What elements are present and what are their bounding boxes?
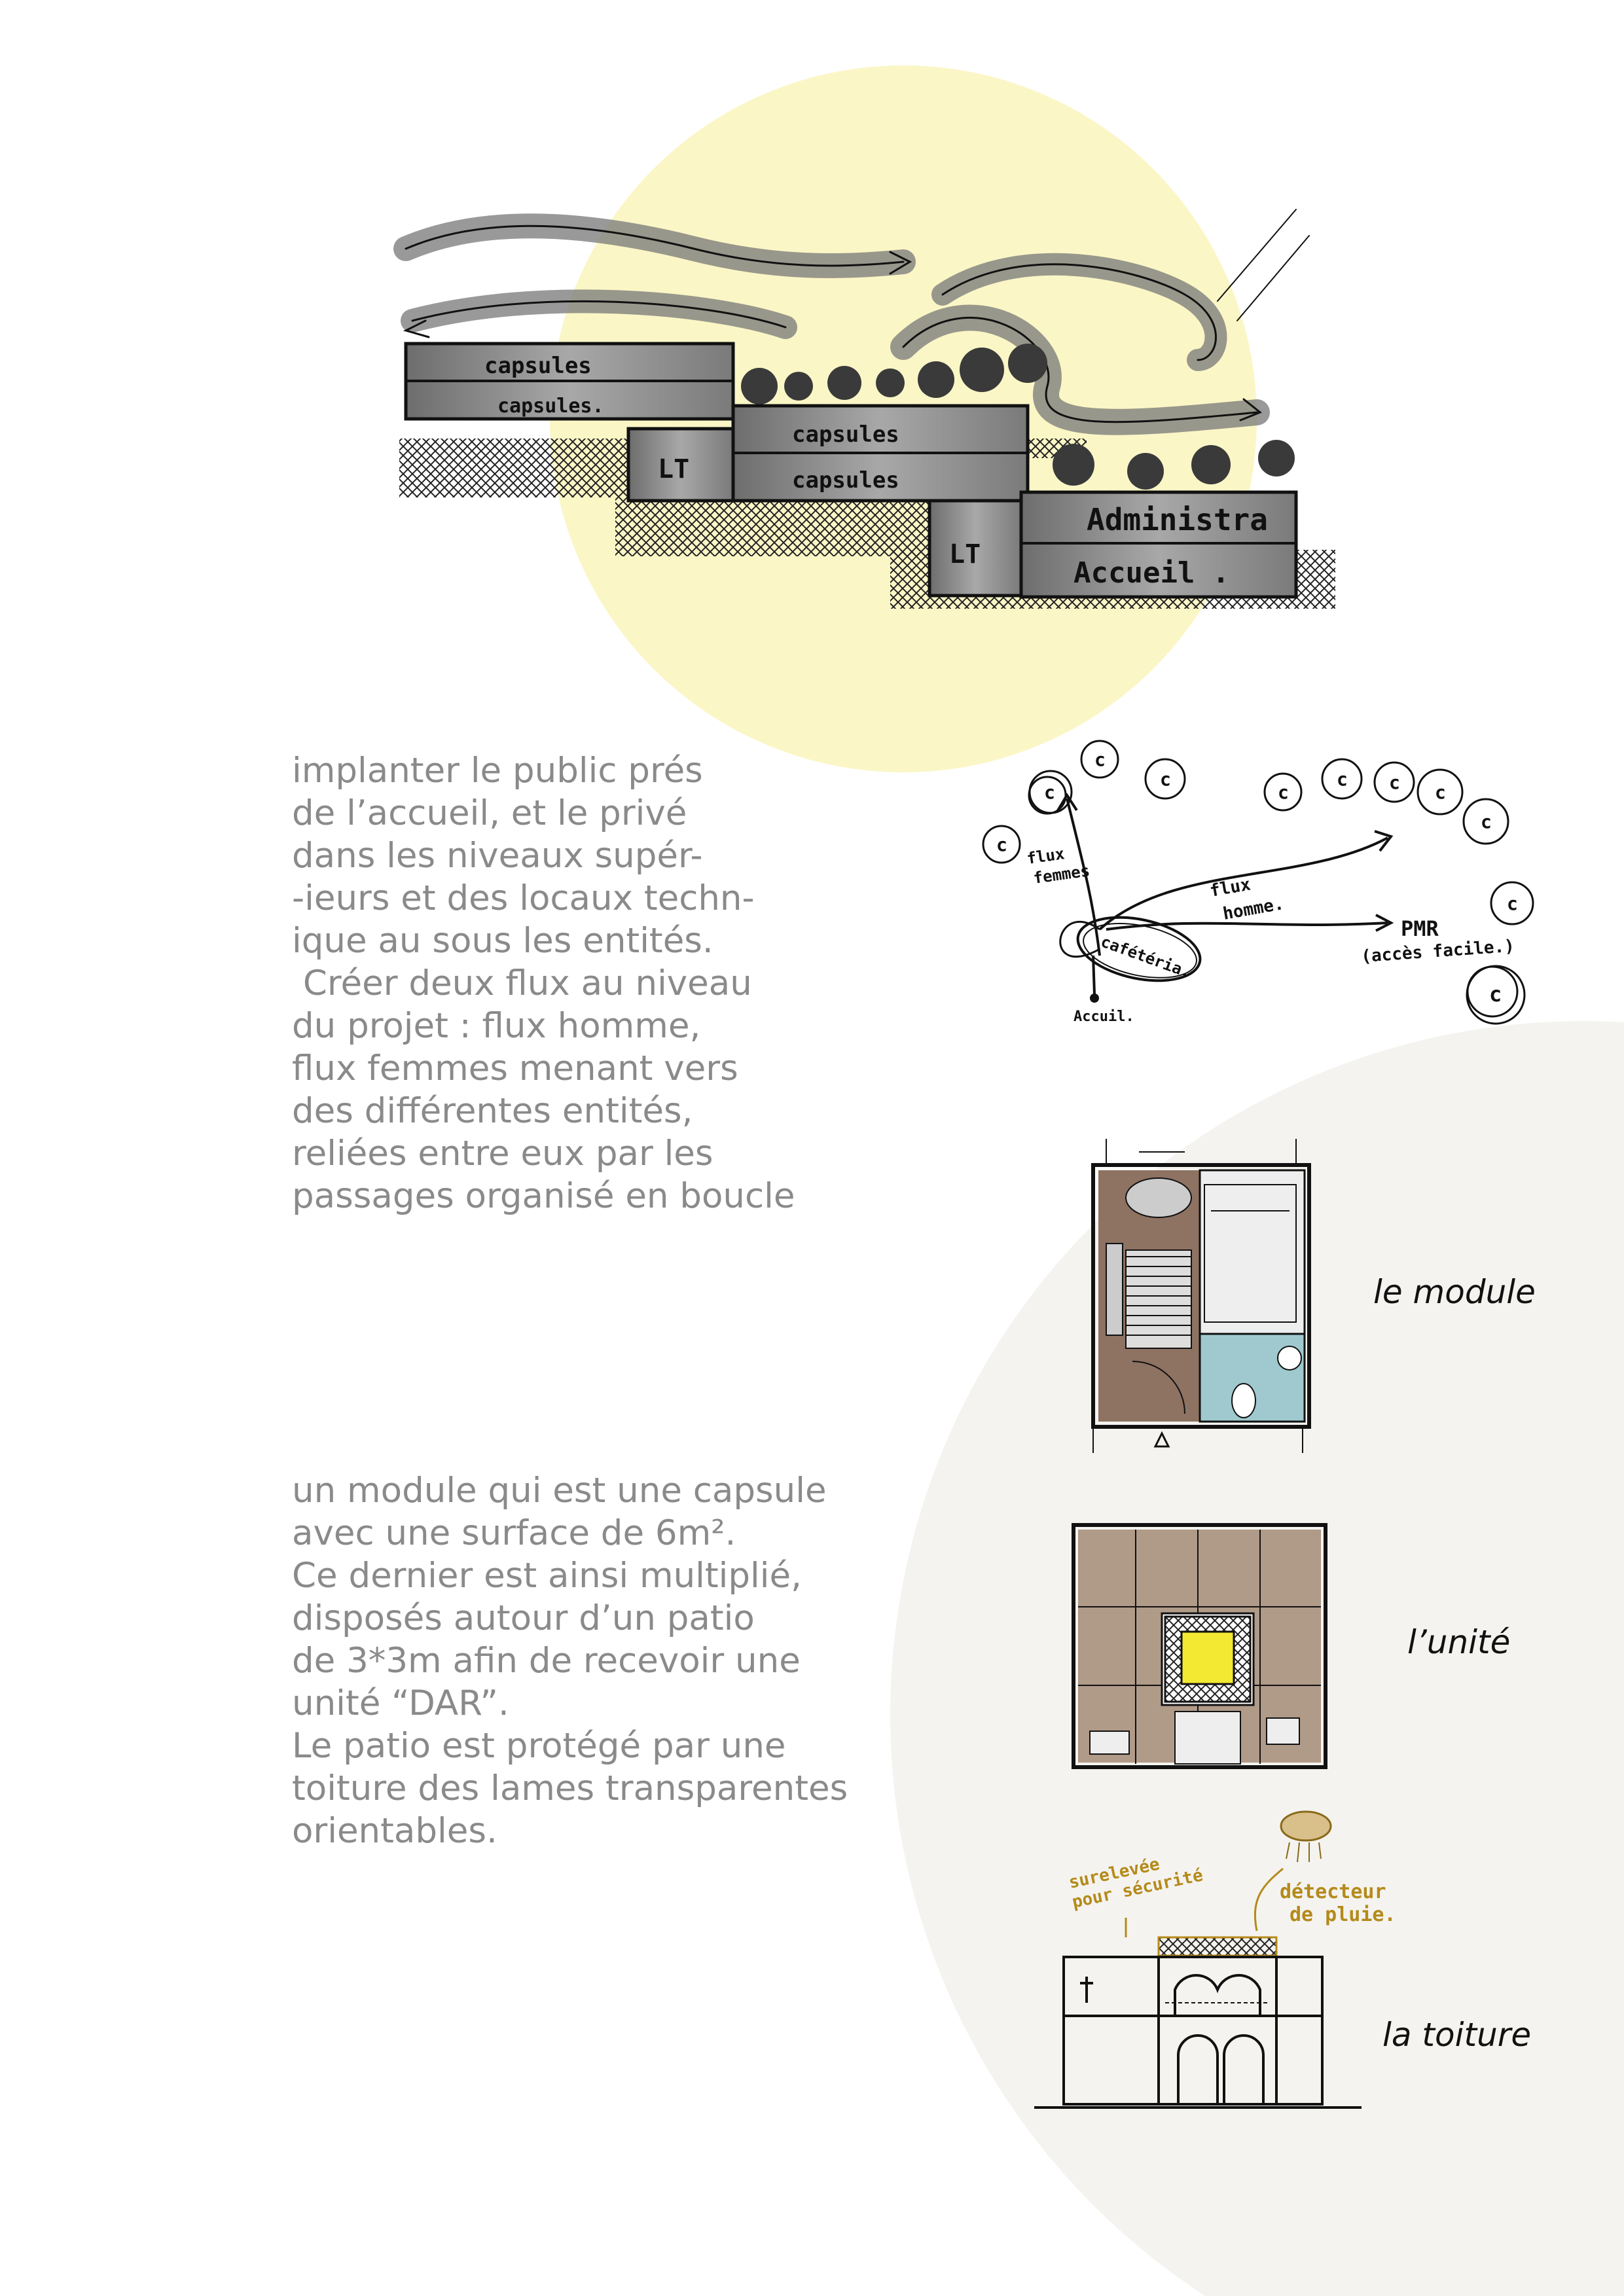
flux-diagram: c c c c c c c c c c c flux femmes flux h…	[982, 740, 1534, 1025]
svg-text:c: c	[1337, 768, 1348, 790]
svg-text:c: c	[1278, 781, 1289, 803]
svg-text:c: c	[1389, 772, 1400, 793]
pmr-label: PMR	[1401, 916, 1439, 941]
detecteur-note: de pluie.	[1290, 1903, 1394, 1926]
caption-module: le module	[1373, 1273, 1536, 1311]
patio-center	[1180, 1630, 1235, 1685]
capsule-label: capsules	[484, 353, 592, 379]
wind-arrows	[393, 209, 1310, 435]
flux-arrows	[1056, 793, 1394, 996]
intro-paragraph: implanter le public prés de l’accueil, e…	[292, 751, 795, 1216]
svg-text:c: c	[1481, 811, 1492, 833]
lt-label: LT	[949, 539, 981, 569]
caption-toiture: la toiture	[1382, 2016, 1532, 2054]
detecteur-note: détecteur	[1280, 1880, 1386, 1903]
module-plan	[1091, 1139, 1311, 1453]
capsule-label: capsules	[792, 467, 899, 493]
capsule-label: capsules	[792, 422, 899, 448]
capsule-circles	[982, 740, 1534, 1025]
accueil-label: Accueil .	[1074, 556, 1229, 590]
trees	[741, 344, 1295, 490]
section-sketch: capsules capsules. LT capsules capsules …	[393, 209, 1335, 609]
flux-homme-label: flux	[1208, 874, 1252, 901]
lt-block	[928, 499, 1023, 598]
svg-text:c: c	[1094, 749, 1106, 770]
caption-unite: l’unité	[1407, 1623, 1511, 1661]
admin-label: Administra	[1087, 502, 1268, 537]
flux-homme-label: homme.	[1221, 894, 1286, 924]
svg-text:c: c	[1044, 781, 1055, 803]
unite-plan	[1072, 1523, 1327, 1769]
toiture-section: surelevée pour sécurité détecteur de plu…	[1034, 1810, 1394, 2109]
svg-text:c: c	[1160, 768, 1171, 790]
capsule-label: capsules.	[497, 395, 604, 418]
svg-text:c: c	[1435, 781, 1446, 803]
flux-femmes-label: flux	[1026, 844, 1066, 868]
svg-text:c: c	[1489, 982, 1502, 1007]
svg-text:c: c	[1507, 893, 1518, 914]
lt-label: LT	[658, 454, 689, 484]
rain-detector-icon	[1280, 1810, 1332, 1863]
svg-text:c: c	[996, 834, 1007, 855]
cafeteria-outline	[1076, 916, 1202, 982]
lt-block	[626, 427, 735, 503]
capsule-letters: c c c c c c c c c c c	[996, 749, 1518, 1007]
accueil-label: Accuil.	[1074, 1009, 1134, 1025]
roof-slats	[1157, 1936, 1278, 1957]
module-paragraph: un module qui est une capsule avec une s…	[292, 1471, 848, 1851]
